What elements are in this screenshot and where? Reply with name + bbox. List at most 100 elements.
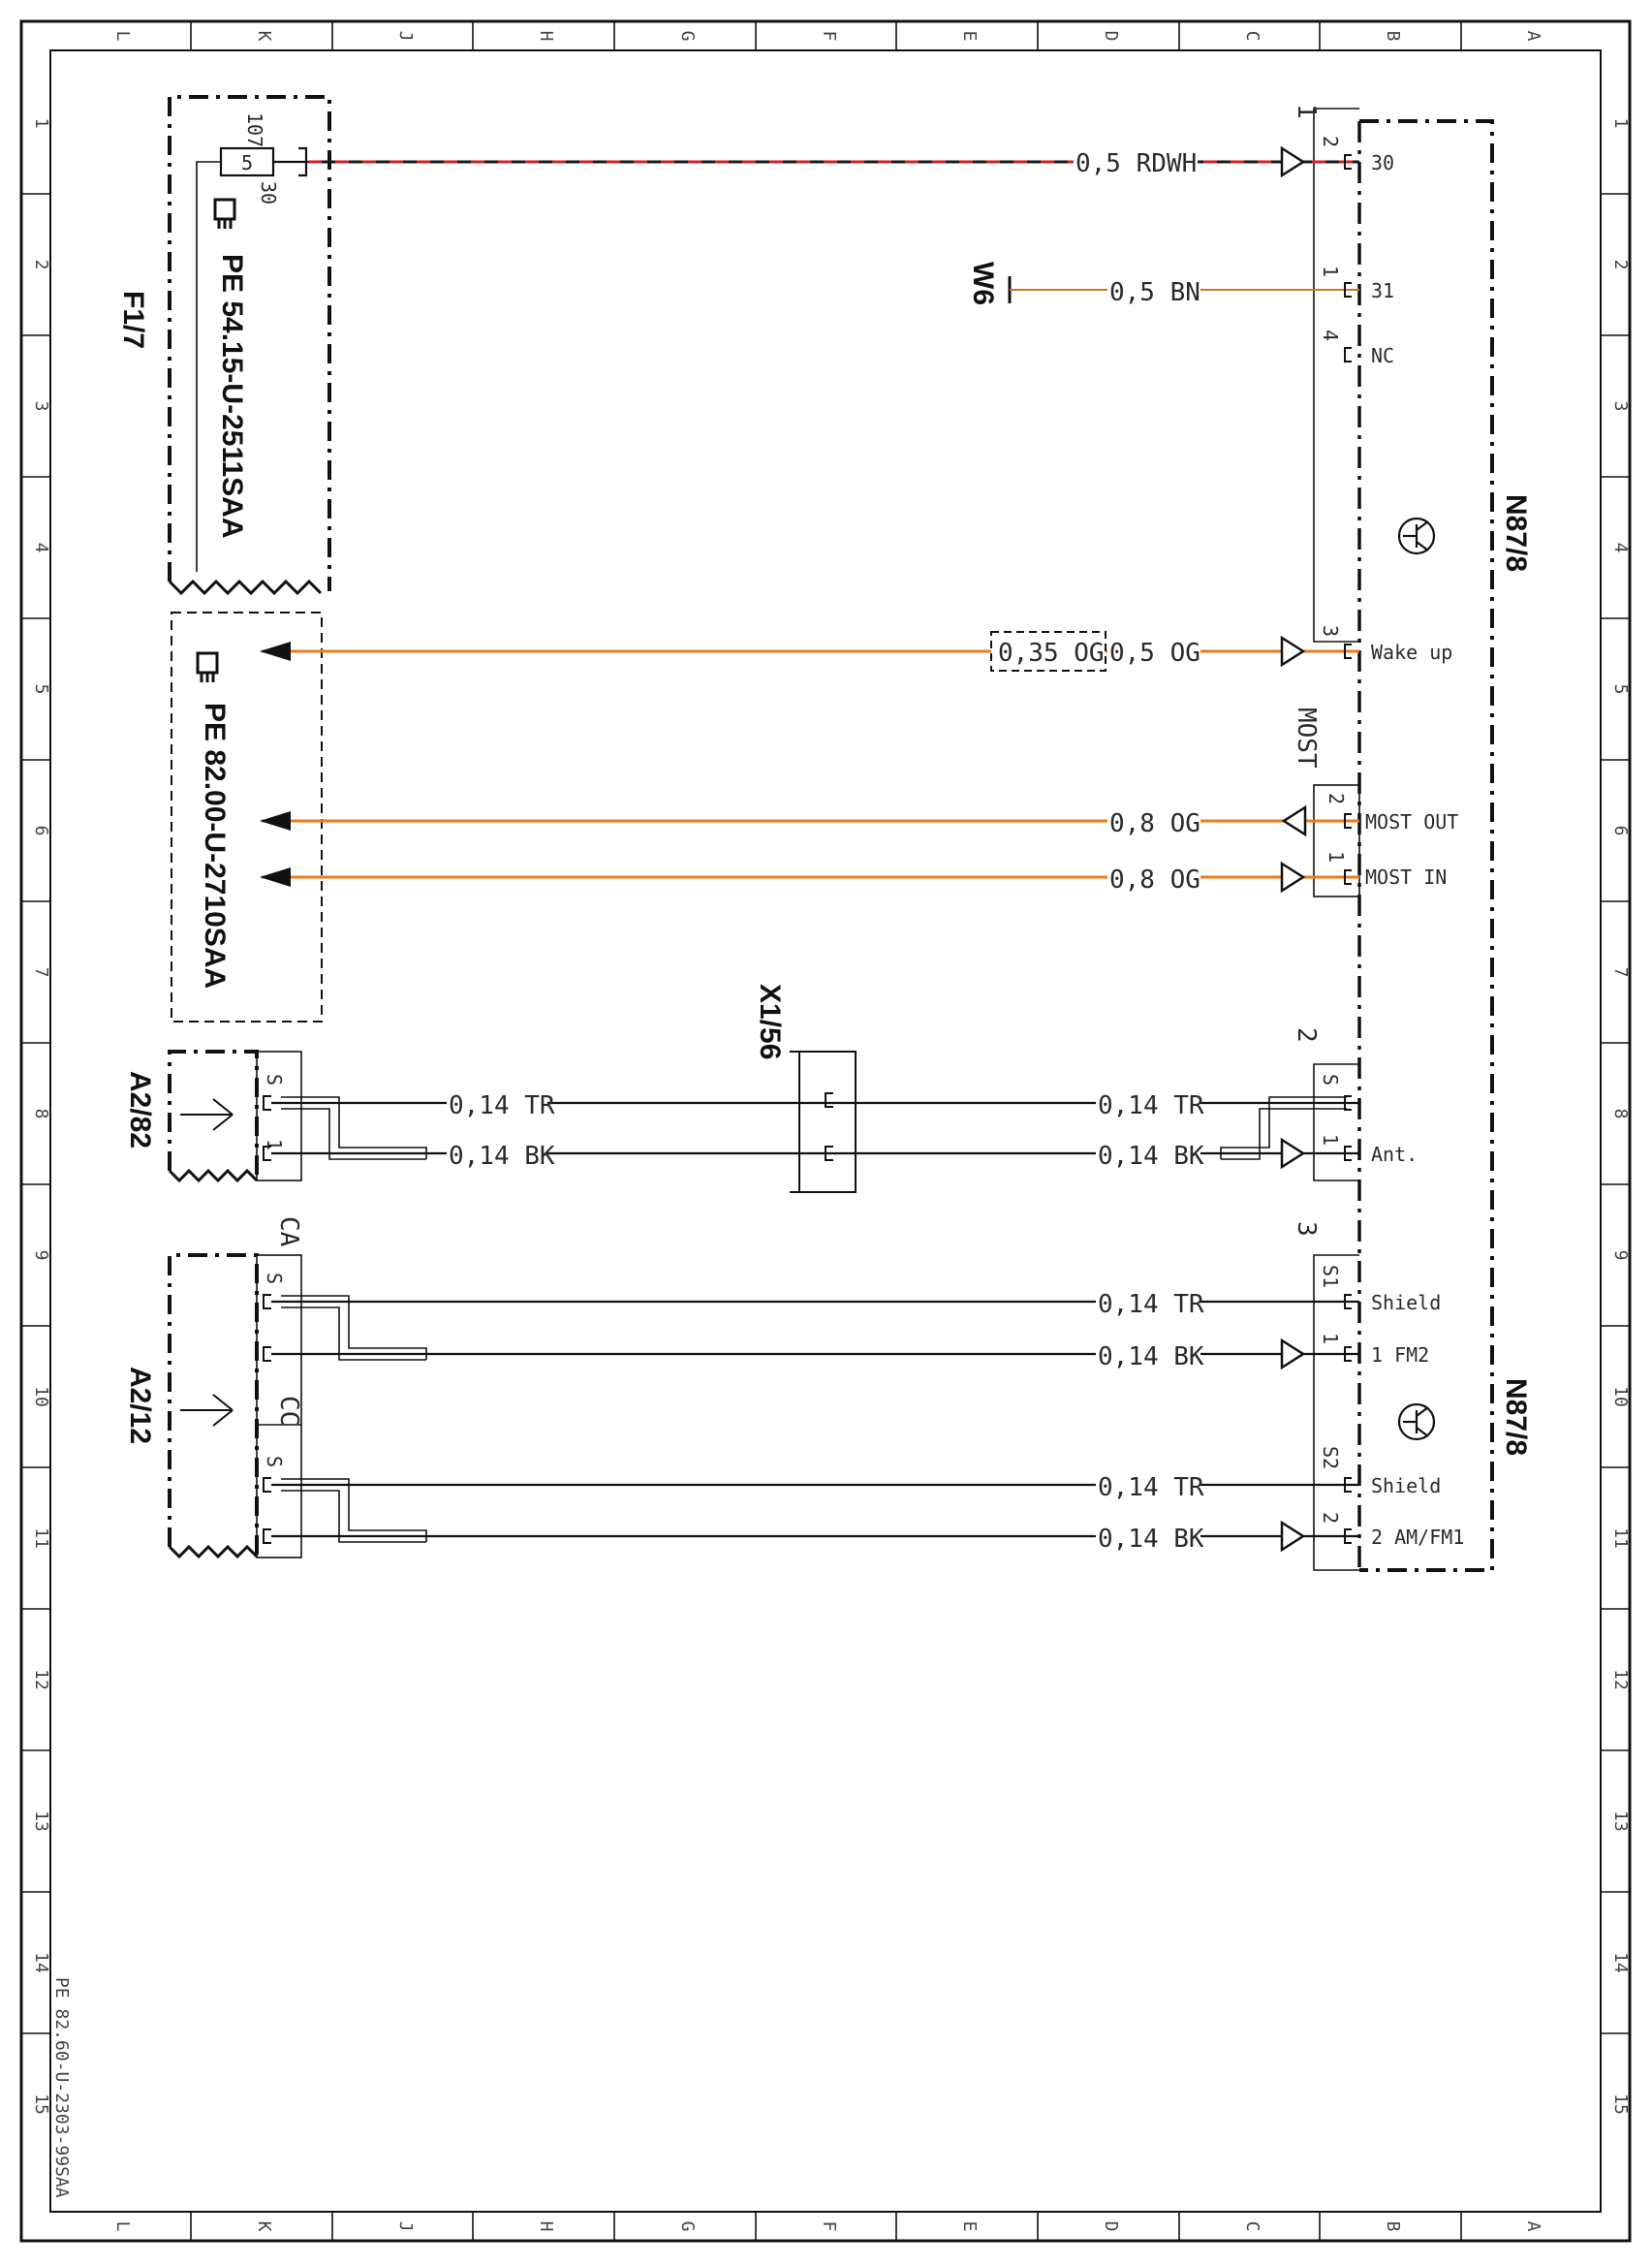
connector-1-label: 1 <box>1292 104 1321 119</box>
row-number: 15 <box>1610 2093 1631 2115</box>
row-number: 7 <box>31 967 51 978</box>
n878-connectors <box>1313 108 1360 1571</box>
x156-connector[interactable]: X1/56 <box>754 984 857 1193</box>
wire-tr-shield-s2[interactable]: 0,14 TR <box>271 1468 1359 1502</box>
w6-ground[interactable]: W6 <box>967 262 1012 305</box>
col-letter: E <box>959 2221 980 2232</box>
arrow-icon <box>1280 1520 1306 1553</box>
n878-pin-terminals <box>1344 154 1352 1544</box>
row-number: 9 <box>1610 1250 1631 1261</box>
alt-wire-box <box>990 631 1107 672</box>
pin-number: 2 <box>1325 793 1348 804</box>
transistor-icon <box>1397 1402 1436 1441</box>
a282-pin-1: 1 <box>263 1139 286 1150</box>
wire-og-most-out[interactable]: 0,8 OG <box>260 804 1359 838</box>
x156-name: X1/56 <box>754 984 786 1059</box>
pe8200-box[interactable]: PE 82.00-U-2710SAA <box>171 612 323 1023</box>
a212-pin-s1: S <box>263 1273 286 1284</box>
wire-label-left: 0,14 TR <box>449 1091 555 1120</box>
f17-ref: PE 54.15-U-2511SAA <box>216 254 248 539</box>
pin-number: S1 <box>1319 1265 1342 1288</box>
row-number: 6 <box>1610 826 1631 836</box>
wire-label: 0,14 TR <box>1098 1091 1204 1120</box>
col-letter: K <box>254 2221 274 2232</box>
pin-number: 2 <box>1319 1512 1342 1524</box>
n878-name-top: N87/8 <box>1500 494 1532 572</box>
col-letter: G <box>677 2221 698 2232</box>
connector-3-label: 3 <box>1292 1221 1321 1237</box>
connector-2-outline <box>1313 1063 1359 1181</box>
row-number: 7 <box>1610 967 1631 978</box>
wire-label-alt: 0,35 OG <box>998 639 1105 668</box>
pin-number: S2 <box>1319 1446 1342 1469</box>
row-number: 13 <box>1610 1810 1631 1832</box>
wire-label: 0,5 RDWH <box>1075 149 1197 178</box>
footer-ref: PE 82.60-U-2303-99SAA <box>51 1977 72 2198</box>
antenna-terminals <box>263 1095 271 1544</box>
a282-antenna[interactable]: S 1 A2/82 <box>124 1050 302 1183</box>
w6-name: W6 <box>967 262 999 305</box>
a212-antenna[interactable]: CA CC S S A2/12 <box>124 1216 303 1559</box>
column-letters-bottom: L K J H G F E D C B A <box>112 2221 1543 2232</box>
arrow-icon <box>260 867 291 887</box>
row-number: 15 <box>31 2093 51 2115</box>
wire-og-most-in[interactable]: 0,8 OG <box>260 861 1359 895</box>
pin-label: 2 AM/FM1 <box>1371 1526 1464 1549</box>
col-letter: J <box>395 31 416 42</box>
wire-bn[interactable]: 0,5 BN <box>1010 273 1359 307</box>
a212-name: A2/12 <box>124 1367 156 1444</box>
pin-label: Shield <box>1371 1474 1441 1497</box>
wire-tr-ant[interactable]: 0,14 TR 0,14 TR <box>271 1086 1359 1120</box>
col-letter: D <box>1101 31 1121 42</box>
f17-break-line <box>168 579 323 596</box>
arrow-icon <box>260 811 291 831</box>
pe8200-outline <box>171 612 323 1023</box>
col-letter: C <box>1242 2221 1262 2232</box>
wire-bk-amfm1[interactable]: 0,14 BK <box>271 1520 1359 1554</box>
row-number: 3 <box>31 401 51 412</box>
wire-tr-shield-s1[interactable]: 0,14 TR <box>271 1285 1359 1319</box>
f17-internal-line <box>196 161 221 572</box>
connector-1-outline <box>1313 108 1359 643</box>
shield-braid <box>281 1295 427 1361</box>
f17-fuse-block[interactable]: 5 107 30 F1/7 PE 54.15-U-2511SAA <box>117 95 331 596</box>
wire-bk-ant[interactable]: 0,14 BK 0,14 BK <box>271 1137 1359 1171</box>
wire-og-wakeup[interactable]: 0,35 OG 0,5 OG <box>260 631 1359 672</box>
wire-label: 0,14 TR <box>1098 1290 1204 1319</box>
row-number: 12 <box>31 1669 51 1690</box>
f17-name: F1/7 <box>117 291 149 349</box>
n878-pins: 2 30 1 31 4 NC 3 Wake up 2 MOST OUT 1 MO… <box>1319 136 1464 1549</box>
col-letter: G <box>677 31 698 42</box>
pointing-hand-icon <box>213 198 236 229</box>
row-number: 4 <box>1610 543 1631 553</box>
wire-label: 0,8 OG <box>1109 809 1200 838</box>
row-number: 5 <box>31 684 51 695</box>
col-letter: C <box>1242 31 1262 42</box>
col-letter: L <box>112 31 133 42</box>
row-number: 9 <box>31 1250 51 1261</box>
a212-pin-s2: S <box>263 1456 286 1467</box>
wire-bk-fm2[interactable]: 0,14 BK <box>271 1338 1359 1371</box>
col-letter: B <box>1383 2221 1403 2232</box>
col-letter: E <box>959 31 980 42</box>
pointing-hand-icon <box>196 651 219 682</box>
a282-break-line <box>168 1168 259 1183</box>
column-letters-top: L K J H G F E D C B A <box>112 31 1543 42</box>
row-number: 5 <box>1610 684 1631 695</box>
col-letter: H <box>536 2221 556 2232</box>
a212-connector <box>256 1254 302 1558</box>
col-letter: K <box>254 31 274 42</box>
pin-number: 3 <box>1319 625 1342 637</box>
wire-label: 0,5 BN <box>1109 278 1200 307</box>
pin-label: 31 <box>1371 279 1394 302</box>
wire-rdwh[interactable]: 0,5 RDWH <box>308 145 1359 178</box>
row-number: 8 <box>1610 1109 1631 1119</box>
most-connector-label: MOST <box>1292 708 1321 769</box>
wire-label: 0,14 TR <box>1098 1473 1204 1502</box>
wire-label: 0,8 OG <box>1109 865 1200 895</box>
wire-label: 0,5 OG <box>1109 639 1200 668</box>
pe8200-ref: PE 82.00-U-2710SAA <box>199 703 231 989</box>
transistor-icon <box>1397 517 1436 555</box>
pin-number: 1 <box>1319 1134 1342 1146</box>
